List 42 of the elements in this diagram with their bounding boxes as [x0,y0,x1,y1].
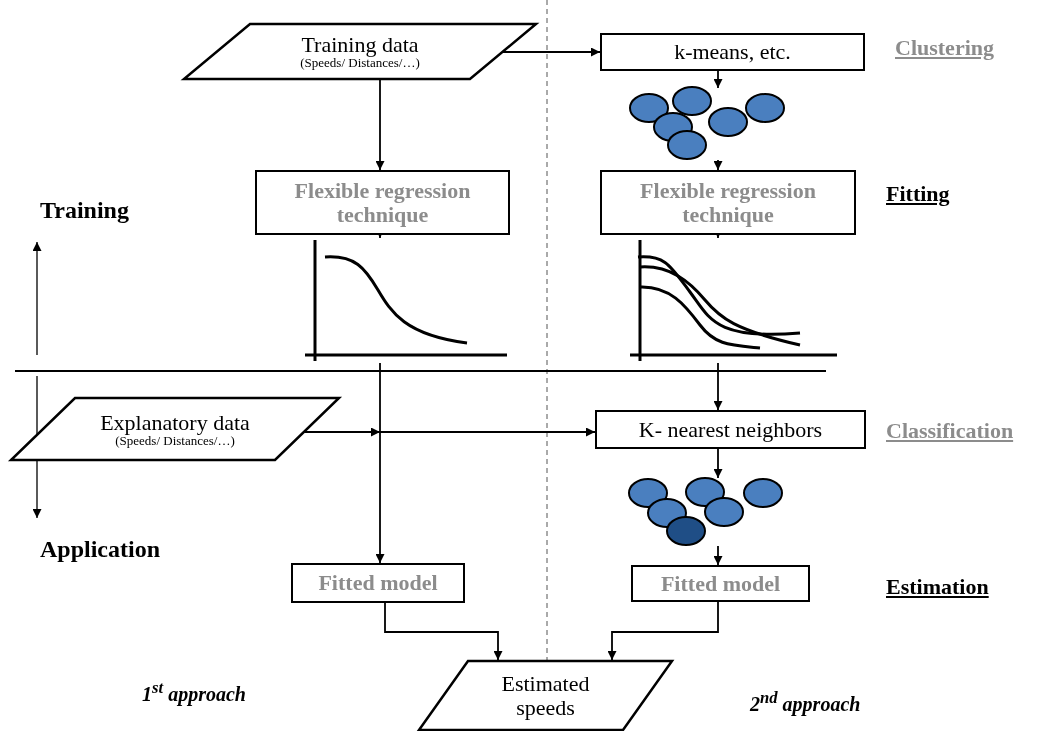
node-label: k-means, etc. [674,40,791,64]
node-label: K- nearest neighbors [638,417,823,442]
node-label: Estimated speeds [500,672,591,719]
cluster-drawing [627,478,785,546]
phase-label: Application [40,536,161,563]
approach-label: 1$^{st}$ approach [142,678,246,706]
arrow [713,70,723,89]
node-label: Fitted model [318,571,438,595]
arrow [375,362,385,564]
process-box [600,170,856,235]
node-label: Explanatory data [100,410,250,434]
arrow [375,79,385,171]
node-label: Fitted model [660,571,781,596]
node-label: Training data [301,33,419,57]
arrow [713,159,723,171]
curve-chart-drawing [305,238,510,363]
process-box [631,565,810,602]
stage-label: Classification [886,418,1014,444]
curve-chart-drawing [630,238,840,363]
stage-label: Clustering [895,35,994,61]
node-sublabel: (Speeds/ Distances/…) [115,433,235,448]
phase-label: Training [40,197,129,224]
process-box [595,410,866,449]
approach-label: 2$^{nd}$ approach [750,688,861,716]
node-label: Flexible regression technique [293,179,472,226]
data-parallelogram [418,660,673,731]
cluster-drawing [628,88,786,160]
arrow [713,448,723,479]
arrow [713,545,723,566]
data-parallelogram [183,23,537,80]
node-sublabel: (Speeds/ Distances/…) [300,56,420,70]
process-box [255,170,510,235]
stage-label: Fitting [886,181,950,207]
data-parallelogram [10,397,340,461]
arrow [713,362,723,411]
process-box [291,563,465,603]
process-box [600,33,865,71]
arrow [384,602,503,661]
arrow [607,601,719,661]
arrow [303,428,596,437]
stage-label: Estimation [886,574,989,600]
node-label: Flexible regression technique [639,179,817,226]
